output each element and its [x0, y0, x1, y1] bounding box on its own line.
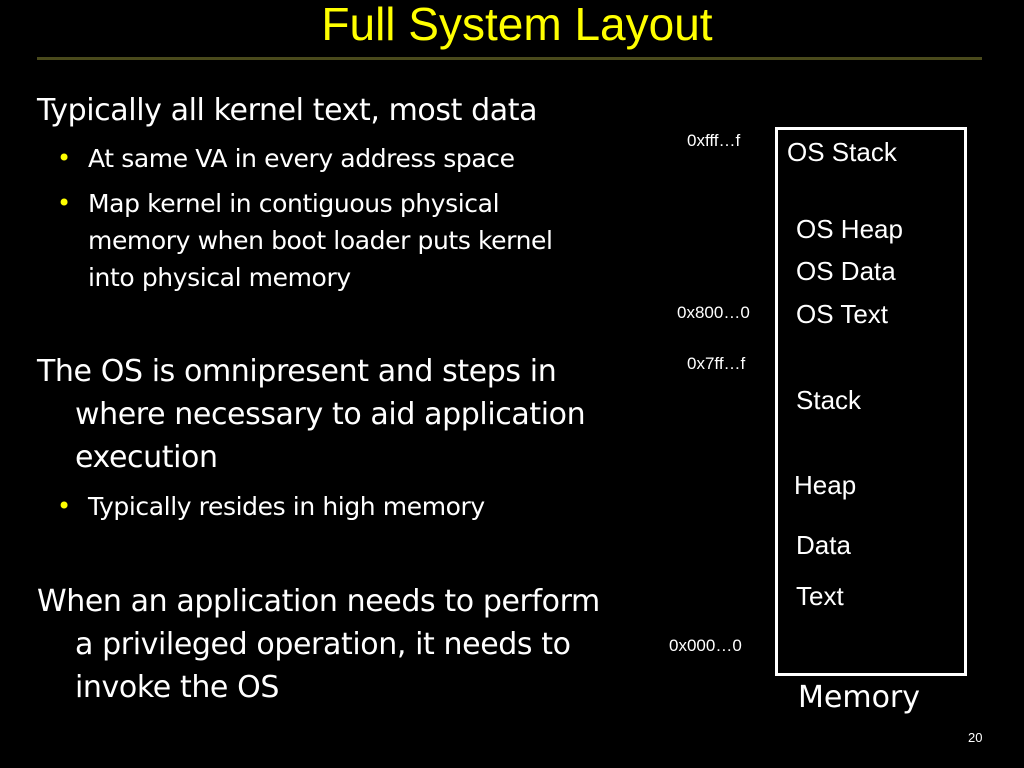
bullet-icon: •: [57, 189, 71, 217]
paragraph-text-line: execution: [75, 440, 218, 475]
bullet-high-memory: • Typically resides in high memory: [57, 488, 647, 525]
segment-text: Text: [796, 581, 844, 611]
slide-title: Full System Layout: [321, 0, 713, 50]
paragraph-text-line: a privileged operation, it needs to: [75, 627, 571, 662]
segment-os-stack: OS Stack: [787, 137, 897, 167]
bullet-map-kernel: • Map kernel in contiguous physical memo…: [57, 185, 647, 296]
bullet-text: At same VA in every address space: [88, 144, 515, 173]
paragraph-text-line: invoke the OS: [75, 670, 279, 705]
paragraph-text: Typically all kernel text, most data: [37, 93, 538, 128]
segment-heap: Heap: [794, 470, 857, 500]
bullet-icon: •: [57, 492, 71, 520]
bullet-text-line: into physical memory: [88, 263, 351, 292]
paragraph-text-line: where necessary to aid application: [75, 397, 586, 432]
paragraph-text-line: When an application needs to perform: [37, 584, 600, 619]
paragraph-privileged-op: When an application needs to perform a p…: [37, 580, 677, 709]
memory-label: Memory: [798, 680, 921, 715]
address-os-base: 0x800…0: [677, 303, 750, 322]
bullet-text-line: memory when boot loader puts kernel: [88, 226, 553, 255]
segment-stack: Stack: [796, 385, 862, 415]
memory-diagram-box: [775, 127, 967, 676]
segment-os-data: OS Data: [796, 256, 896, 286]
address-top: 0xfff…f: [687, 131, 741, 150]
paragraph-os-omnipresent: The OS is omnipresent and steps in where…: [37, 350, 677, 479]
paragraph-text-line: The OS is omnipresent and steps in: [37, 354, 557, 389]
title-divider: [37, 57, 982, 60]
segment-os-heap: OS Heap: [796, 214, 903, 244]
bullet-icon: •: [57, 144, 71, 172]
bullet-text: Typically resides in high memory: [88, 492, 485, 521]
address-user-top: 0x7ff…f: [687, 354, 746, 373]
paragraph-kernel-layout: Typically all kernel text, most data: [37, 89, 677, 132]
segment-os-text: OS Text: [796, 299, 889, 329]
address-bottom: 0x000…0: [669, 636, 742, 655]
page-number: 20: [968, 730, 983, 745]
bullet-text-line: Map kernel in contiguous physical: [88, 189, 500, 218]
bullet-same-va: • At same VA in every address space: [57, 140, 647, 177]
segment-data: Data: [796, 530, 851, 560]
